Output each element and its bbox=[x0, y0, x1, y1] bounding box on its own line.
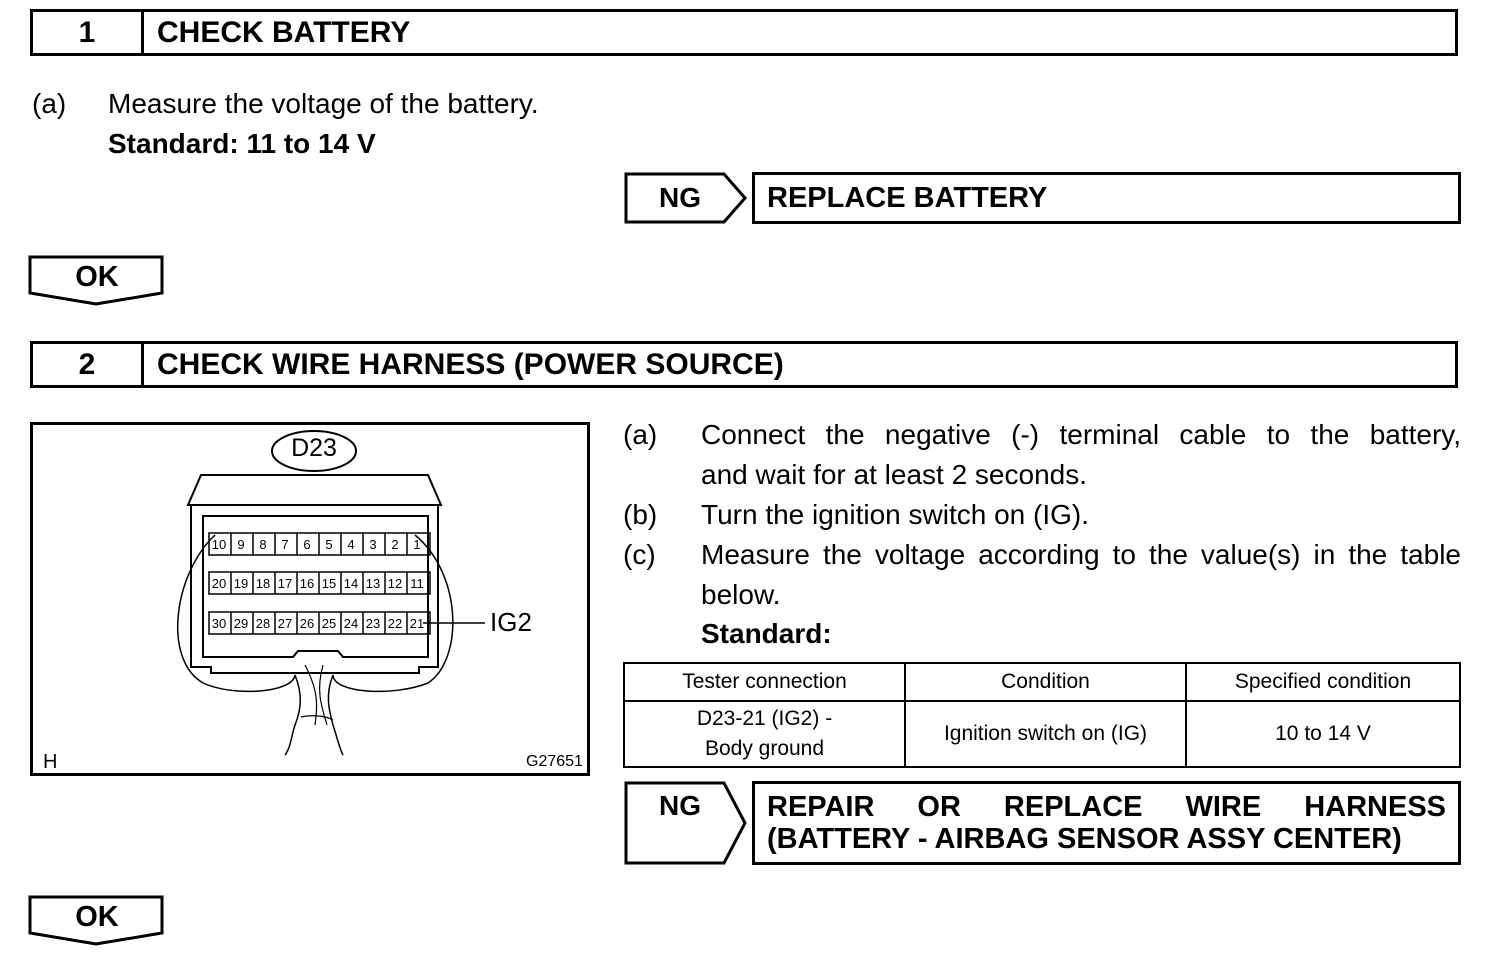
corner-label: H bbox=[43, 751, 58, 773]
pin-label: 4 bbox=[347, 537, 355, 552]
step-2-instruction-c-line1: Measure the voltage according to the val… bbox=[701, 539, 1461, 570]
pin-label: 15 bbox=[321, 576, 337, 591]
pin-label: 6 bbox=[303, 537, 311, 552]
pin-row-1: 10 9 8 7 6 5 4 3 2 1 bbox=[208, 533, 433, 557]
table-cell-tester: D23-21 (IG2) - Body ground bbox=[623, 700, 906, 768]
pin-label: 24 bbox=[343, 616, 359, 631]
pin-label: 5 bbox=[325, 537, 333, 552]
step-2-instruction-c-line2: below. bbox=[701, 579, 781, 610]
ng-arrow-icon bbox=[624, 172, 747, 224]
callout-label: IG2 bbox=[490, 607, 532, 637]
step-2-header: 2 CHECK WIRE HARNESS (POWER SOURCE) bbox=[30, 341, 1458, 388]
pin-label: 27 bbox=[277, 616, 293, 631]
figure-code: G27651 bbox=[526, 753, 583, 770]
step-1-number: 1 bbox=[33, 12, 144, 53]
step-2-instruction-c-marker: (c) bbox=[623, 539, 656, 570]
pin-label: 18 bbox=[255, 576, 271, 591]
ok-arrow-icon bbox=[28, 895, 164, 946]
connector-diagram: D23 10 9 8 7 6 5 4 3 2 1 20 19 18 17 16 … bbox=[30, 422, 590, 776]
pin-label: 11 bbox=[410, 576, 424, 591]
step-2-ng-action-line1: REPAIR OR REPLACE WIRE HARNESS bbox=[767, 791, 1446, 823]
table-header-row: Tester connection Condition Specified co… bbox=[623, 662, 1461, 702]
connector-id-oval bbox=[271, 430, 357, 472]
step-1-header: 1 CHECK BATTERY bbox=[30, 9, 1458, 56]
pin-label: 29 bbox=[233, 616, 249, 631]
step-1-title: CHECK BATTERY bbox=[157, 15, 411, 49]
pin-label: 21 bbox=[409, 616, 425, 631]
step-2-standard-label: Standard: bbox=[701, 618, 832, 649]
spec-table: Tester connection Condition Specified co… bbox=[623, 662, 1461, 768]
pin-label: 13 bbox=[365, 576, 381, 591]
step-1-standard: Standard: 11 to 14 V bbox=[108, 128, 376, 159]
connector-cap bbox=[186, 474, 443, 506]
pin-label: 30 bbox=[211, 616, 227, 631]
step-2-number: 2 bbox=[33, 344, 144, 385]
pin-label: 1 bbox=[413, 537, 421, 552]
step-1-instruction-text: Measure the voltage of the battery. bbox=[108, 88, 539, 119]
pin-label: 10 bbox=[211, 537, 227, 552]
pin-label: 17 bbox=[277, 576, 293, 591]
pin-label: 3 bbox=[369, 537, 377, 552]
pin-label: 14 bbox=[343, 576, 359, 591]
step-1-ng-label: NG bbox=[659, 182, 701, 213]
step-2-instruction-b-line1: Turn the ignition switch on (IG). bbox=[701, 499, 1090, 530]
pin-label: 25 bbox=[321, 616, 337, 631]
step-2-title: CHECK WIRE HARNESS (POWER SOURCE) bbox=[157, 347, 784, 381]
step-1-ok-label: OK bbox=[75, 260, 119, 293]
pin-label: 19 bbox=[233, 576, 249, 591]
step-2-instruction-a-marker: (a) bbox=[623, 419, 658, 450]
tester-line-1: D23-21 (IG2) - bbox=[696, 707, 833, 730]
table-cell-condition: Ignition switch on (IG) bbox=[904, 700, 1187, 768]
pin-label: 16 bbox=[299, 576, 315, 591]
pin-label: 28 bbox=[255, 616, 271, 631]
connector-drawing bbox=[176, 430, 485, 756]
table-header-cell: Specified condition bbox=[1185, 662, 1461, 702]
pin-label: 8 bbox=[259, 537, 267, 552]
table-header-cell: Condition bbox=[904, 662, 1187, 702]
table-cell-specified: 10 to 14 V bbox=[1185, 700, 1461, 768]
pin-label: 9 bbox=[237, 537, 245, 552]
step-2-ng-label: NG bbox=[659, 790, 701, 821]
pin-label: 22 bbox=[387, 616, 403, 631]
pin-row-2: 20 19 18 17 16 15 14 13 12 11 bbox=[208, 572, 433, 596]
table-header-cell: Tester connection bbox=[623, 662, 906, 702]
pin-label: 20 bbox=[211, 576, 227, 591]
step-2-ng-action: REPAIR OR REPLACE WIRE HARNESS (BATTERY … bbox=[752, 781, 1461, 865]
ok-arrow-icon bbox=[28, 255, 164, 306]
step-1-ng-action: REPLACE BATTERY bbox=[752, 172, 1461, 224]
pin-label: 26 bbox=[299, 616, 315, 631]
ng-arrow-icon bbox=[624, 781, 747, 865]
step-2-ng-action-line2: (BATTERY - AIRBAG SENSOR ASSY CENTER) bbox=[767, 823, 1402, 855]
pin-label: 23 bbox=[365, 616, 381, 631]
step-2-instruction-a-line1: Connect the negative (-) terminal cable … bbox=[701, 419, 1461, 450]
step-2-instruction-b-marker: (b) bbox=[623, 499, 658, 530]
pin-label: 12 bbox=[387, 576, 403, 591]
connector-id-label: D23 bbox=[291, 434, 337, 462]
step-2-instruction-a-line2: and wait for at least 2 seconds. bbox=[701, 459, 1087, 490]
step-2-ok-label: OK bbox=[75, 900, 119, 933]
step-1-instruction-marker: (a) bbox=[32, 88, 67, 119]
tester-line-2: Body ground bbox=[704, 737, 825, 760]
pin-label: 2 bbox=[391, 537, 399, 552]
pin-row-3: 30 29 28 27 26 25 24 23 22 21 bbox=[208, 612, 433, 636]
table-row: D23-21 (IG2) - Body ground Ignition swit… bbox=[623, 700, 1461, 768]
pin-label: 7 bbox=[281, 537, 289, 552]
